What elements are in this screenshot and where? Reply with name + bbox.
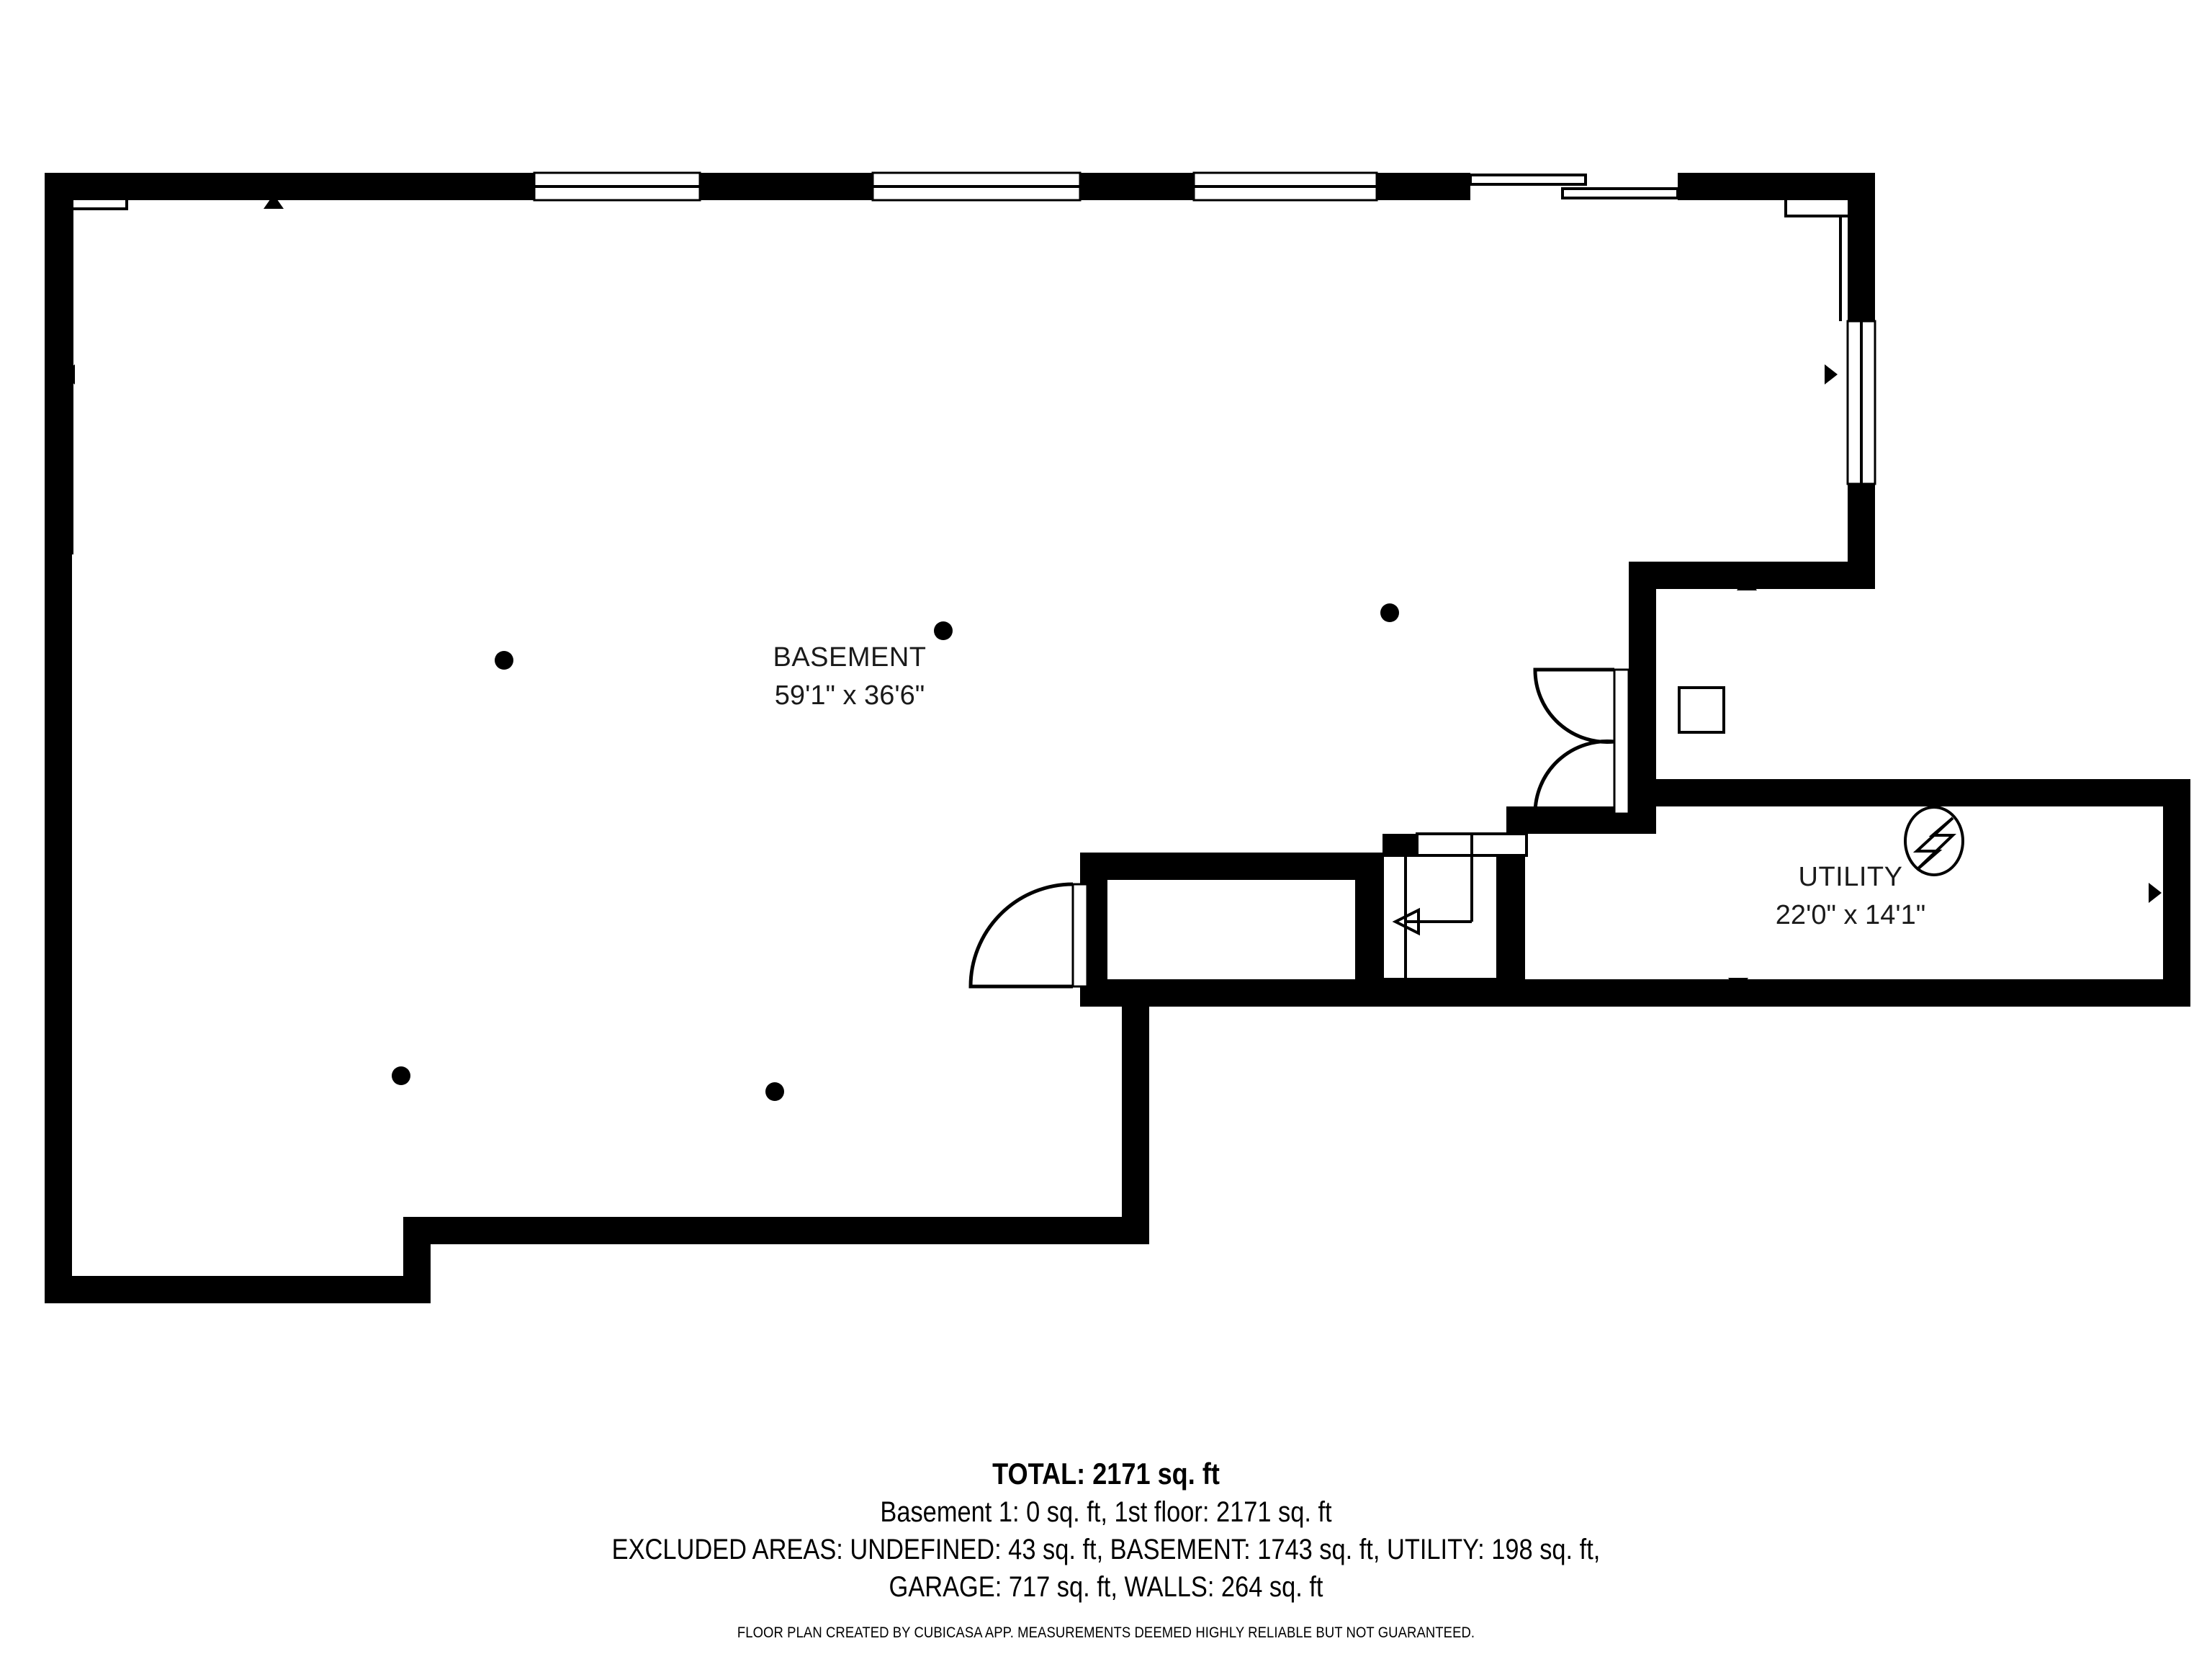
wall-bottom xyxy=(45,1276,431,1303)
square-fixture-icon xyxy=(1678,686,1725,734)
marker-triangle-left xyxy=(62,364,75,385)
total-area-label: TOTAL: 2171 sq. ft xyxy=(992,1457,1220,1491)
marker-triangle-right xyxy=(1825,364,1838,385)
wall-top-seg-1 xyxy=(45,173,534,200)
wall-hall-top xyxy=(1080,853,1382,880)
credit-disclaimer: FLOOR PLAN CREATED BY CUBICASA APP. MEAS… xyxy=(737,1624,1475,1641)
wall-top-seg-4 xyxy=(1377,173,1470,200)
doors xyxy=(968,667,1630,989)
wall-hall-bottom xyxy=(1080,979,1382,1007)
floor-plan-summary: TOTAL: 2171 sq. ft Basement 1: 0 sq. ft,… xyxy=(0,1455,2212,1642)
window-top-2 xyxy=(871,171,1082,202)
window-top-1 xyxy=(533,171,701,202)
wall-stairs-right xyxy=(1498,834,1525,1007)
support-columns xyxy=(392,603,1399,1101)
marker-triangle-left xyxy=(1505,883,1518,903)
ledge-top-left xyxy=(71,200,128,210)
stair-direction-arrow-icon xyxy=(1392,907,1420,936)
wall-top-seg-5 xyxy=(1678,173,1875,200)
marker-triangle-right xyxy=(2149,883,2162,903)
room-label-utility-name: UTILITY xyxy=(1799,862,1903,892)
marker-triangle-down xyxy=(253,1276,274,1290)
basement-door[interactable] xyxy=(968,882,1089,989)
slider-top-4 xyxy=(1469,173,1679,200)
wall-utility-right xyxy=(2163,779,2190,1007)
door-swing-arc xyxy=(968,882,1074,989)
wall-top-seg-3 xyxy=(1080,173,1194,200)
column-dot xyxy=(1380,603,1399,622)
column-dot xyxy=(392,1066,410,1085)
interior-walls xyxy=(1080,648,1656,1007)
fixtures xyxy=(1678,686,1964,876)
stairs xyxy=(1381,832,1528,981)
marker-triangle-down xyxy=(1728,978,1748,992)
wall-closet-right xyxy=(1629,648,1656,691)
ledge-top-right xyxy=(1784,200,1848,217)
excluded-areas-line-1: EXCLUDED AREAS: UNDEFINED: 43 sq. ft, BA… xyxy=(611,1533,1601,1565)
window-top-3 xyxy=(1192,171,1378,202)
windows xyxy=(533,171,1876,485)
marker-triangle-up xyxy=(1737,576,1757,590)
wall-utility-top xyxy=(1629,779,2190,806)
wall-stairhall-right xyxy=(1506,806,1534,832)
wall-right-upper xyxy=(1848,173,1875,321)
wall-markers xyxy=(62,194,2162,1290)
wall-left xyxy=(45,173,72,1303)
wall-mid-vertical xyxy=(1122,979,1149,1233)
ledge-left xyxy=(62,207,73,554)
wall-stairs-bottom xyxy=(1355,979,1525,1007)
electrical-panel-icon xyxy=(1904,806,1964,876)
utility-double-door[interactable] xyxy=(1533,667,1630,816)
column-dot xyxy=(495,651,513,670)
wall-lower-step xyxy=(403,1217,1149,1244)
wall-right-lower xyxy=(1848,484,1875,570)
column-dot xyxy=(765,1082,784,1101)
interior-ledge-lines xyxy=(62,200,1848,554)
column-dot xyxy=(934,621,953,640)
room-label-basement-dims: 59'1" x 36'6" xyxy=(775,680,925,711)
floor-breakdown-label: Basement 1: 0 sq. ft, 1st floor: 2171 sq… xyxy=(880,1496,1332,1528)
excluded-areas-line-2: GARAGE: 717 sq. ft, WALLS: 264 sq. ft xyxy=(889,1570,1323,1603)
door-swing-arc-upper xyxy=(1533,667,1615,744)
window-right-1 xyxy=(1846,320,1876,485)
wall-top-seg-2 xyxy=(700,173,873,200)
marker-triangle-up xyxy=(264,194,284,209)
door-swing-arc-lower xyxy=(1533,739,1615,816)
ledge-right-inner xyxy=(1839,215,1848,321)
room-label-basement-name: BASEMENT xyxy=(773,642,926,673)
room-labels: BASEMENT 59'1" x 36'6" UTILITY 22'0" x 1… xyxy=(773,642,1925,930)
room-label-utility-dims: 22'0" x 14'1" xyxy=(1776,900,1925,930)
